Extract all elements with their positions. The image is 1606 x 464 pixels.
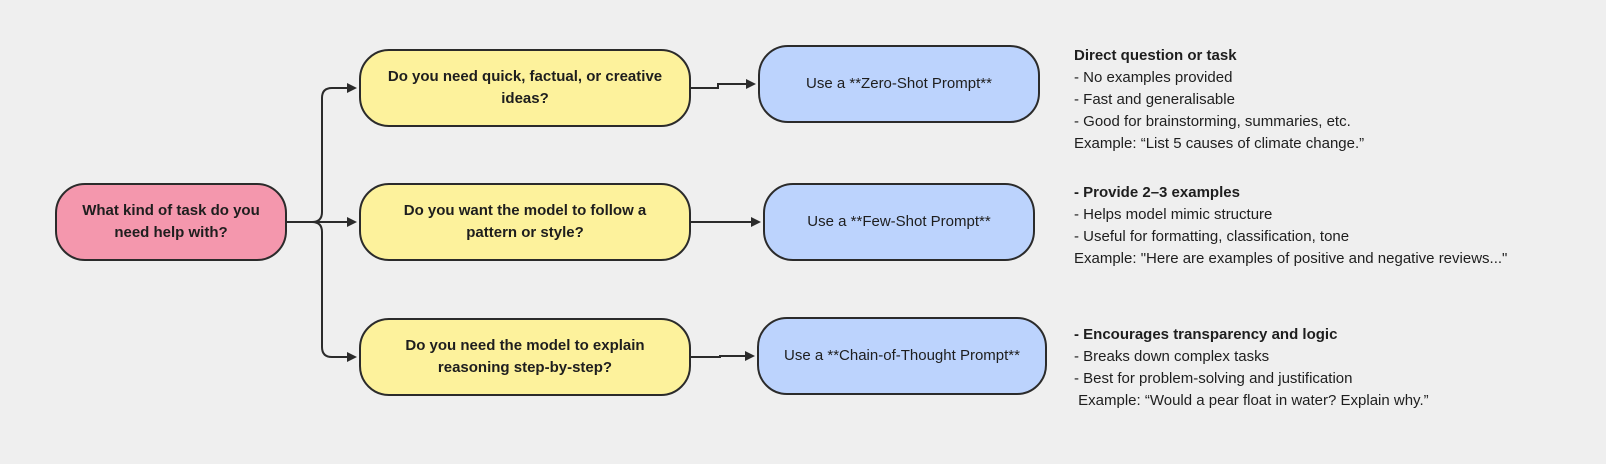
description-line: - Useful for formatting, classification,… [1074, 228, 1350, 245]
answer-label: Use a **Zero-Shot Prompt** [806, 75, 992, 93]
description-example: Example: “Would a pear float in water? E… [1074, 392, 1429, 409]
description-zero-shot: Direct question or task - No examples pr… [1074, 45, 1364, 155]
question-node-few-shot: Do you want the model to follow a patter… [359, 183, 691, 261]
question-label: Do you want the model to follow a patter… [403, 202, 647, 241]
root-question-node: What kind of task do you need help with? [55, 183, 287, 261]
answer-node-chain-of-thought: Use a **Chain-of-Thought Prompt** [757, 317, 1047, 395]
connector-root-to-question-3 [287, 221, 357, 362]
answer-label: Use a **Few-Shot Prompt** [807, 213, 991, 231]
description-example: Example: "Here are examples of positive … [1074, 250, 1508, 267]
connector-question-3-to-answer-3 [691, 351, 755, 361]
question-node-zero-shot: Do you need quick, factual, or creative … [359, 49, 691, 127]
description-line: - Good for brainstorming, summaries, etc… [1074, 113, 1351, 130]
description-line: - No examples provided [1074, 69, 1233, 86]
connector-root-to-question-1 [287, 83, 357, 223]
description-line: - Breaks down complex tasks [1074, 348, 1270, 365]
question-node-chain-of-thought: Do you need the model to explain reasoni… [359, 318, 691, 396]
description-line: - Helps model mimic structure [1074, 206, 1273, 223]
description-example: Example: “List 5 causes of climate chang… [1074, 135, 1365, 152]
answer-label: Use a **Chain-of-Thought Prompt** [784, 347, 1020, 365]
description-heading: - Provide 2–3 examples [1074, 184, 1240, 201]
question-label: Do you need the model to explain reasoni… [405, 337, 645, 376]
answer-node-few-shot: Use a **Few-Shot Prompt** [763, 183, 1035, 261]
connector-question-1-to-answer-1 [691, 79, 756, 89]
question-label: Do you need quick, factual, or creative … [387, 68, 663, 107]
description-line: - Fast and generalisable [1074, 91, 1235, 108]
root-question-label: What kind of task do you need help with? [82, 202, 260, 241]
description-chain-of-thought: - Encourages transparency and logic - Br… [1074, 324, 1429, 412]
description-heading: - Encourages transparency and logic [1074, 326, 1338, 343]
answer-node-zero-shot: Use a **Zero-Shot Prompt** [758, 45, 1040, 123]
description-few-shot: - Provide 2–3 examples - Helps model mim… [1074, 182, 1507, 270]
description-line: - Best for problem-solving and justifica… [1074, 370, 1353, 387]
description-heading: Direct question or task [1074, 47, 1237, 64]
